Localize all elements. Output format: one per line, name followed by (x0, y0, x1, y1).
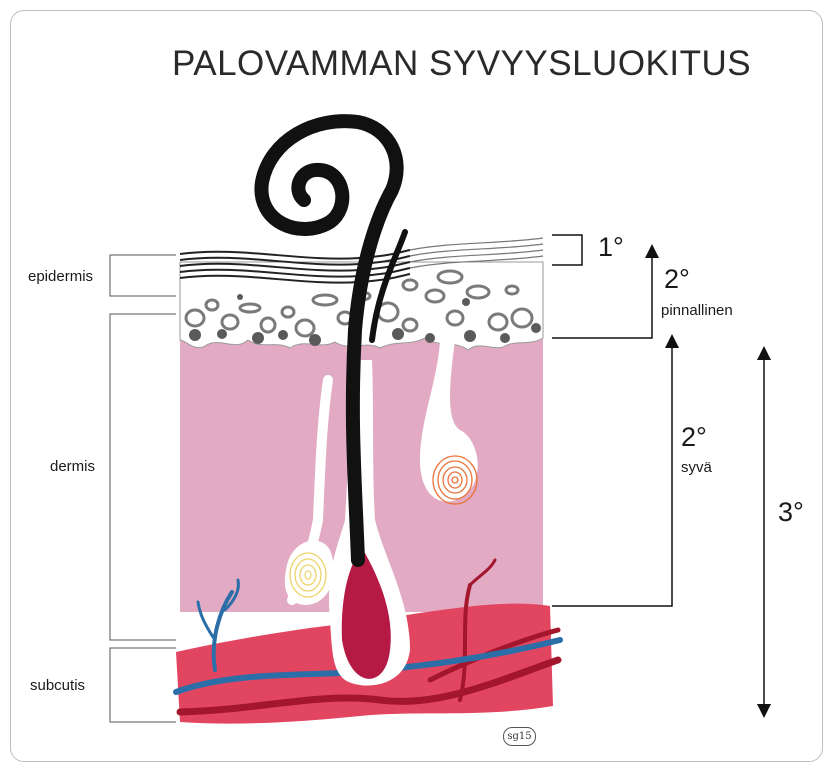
artist-signature: sg15 (503, 727, 536, 746)
degree-first: 1° (598, 232, 624, 263)
degree-second-superficial-sub: pinnallinen (661, 302, 733, 319)
layer-brackets (110, 255, 176, 722)
label-epidermis: epidermis (28, 268, 93, 285)
degree-second-superficial: 2° (664, 264, 690, 295)
degree-third: 3° (778, 497, 804, 528)
label-dermis: dermis (50, 458, 95, 475)
degree-second-deep-sub: syvä (681, 459, 712, 476)
degree-second-deep: 2° (681, 422, 707, 453)
label-subcutis: subcutis (30, 677, 85, 694)
